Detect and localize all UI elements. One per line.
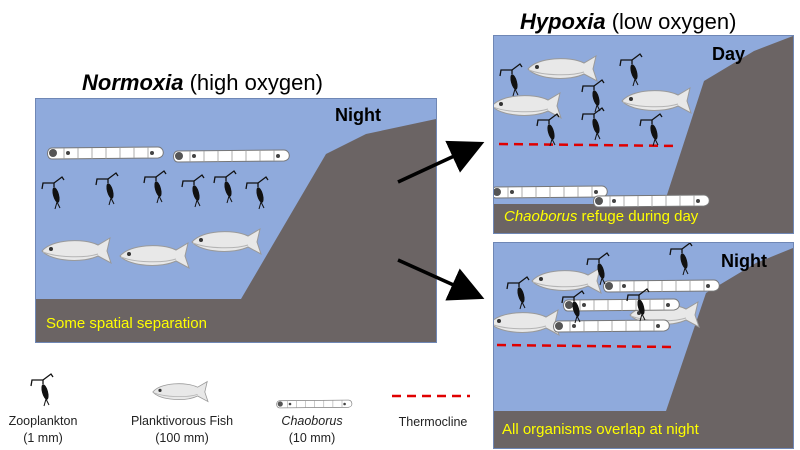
night-caption: All organisms overlap at night [502,421,699,438]
legend-chaoborus: Chaoborus (10 mm) [272,413,352,447]
legend-zooplankton-size: (1 mm) [23,431,63,445]
legend-zooplankton-icon [30,373,54,407]
legend-fish-size: (100 mm) [155,431,209,445]
normoxia-title-rest: (high oxygen) [183,70,323,95]
lake-bank [36,119,436,342]
legend-fish-name: Planktivorous Fish [130,414,234,428]
normoxia-time-label: Night [335,105,381,125]
legend-chaoborus-icon [276,399,353,409]
normoxia-caption: Some spatial separation [46,315,207,332]
hypoxia-title-rest: (low oxygen) [605,9,737,34]
night-time-label: Night [721,251,767,271]
hypoxia-night-panel: Night All organisms overlap at night [493,242,794,449]
day-caption: Chaoborus refuge during day [504,208,698,225]
normoxia-night-panel: Night Some spatial separation [35,98,437,343]
hypoxia-title-bold: Hypoxia [520,9,606,34]
thermocline-line [498,142,680,148]
day-time-label: Day [711,44,745,64]
normoxia-title-bold: Normoxia [82,70,184,95]
legend-thermocline: Thermocline [393,414,473,431]
lake-bank [494,248,793,448]
arrow-to-night [397,258,485,301]
legend-thermocline-name: Thermocline [398,415,468,429]
legend-chaoborus-size: (10 mm) [288,431,336,445]
legend-fish: Planktivorous Fish (100 mm) [122,413,242,447]
hypoxia-title: Hypoxia (low oxygen) [520,9,736,35]
legend-zooplankton-name: Zooplankton [8,414,78,428]
normoxia-title: Normoxia (high oxygen) [82,70,323,96]
lake-bank [494,36,793,233]
hypoxia-day-panel: Day Chaoborus refuge during day [493,35,794,234]
legend-zooplankton: Zooplankton (1 mm) [8,413,78,447]
legend-chaoborus-name: Chaoborus [281,414,343,428]
day-caption-italic: Chaoborus [504,208,578,225]
legend-fish-icon [152,381,209,403]
day-caption-rest: refuge during day [577,208,699,225]
arrow-to-day [397,140,485,184]
